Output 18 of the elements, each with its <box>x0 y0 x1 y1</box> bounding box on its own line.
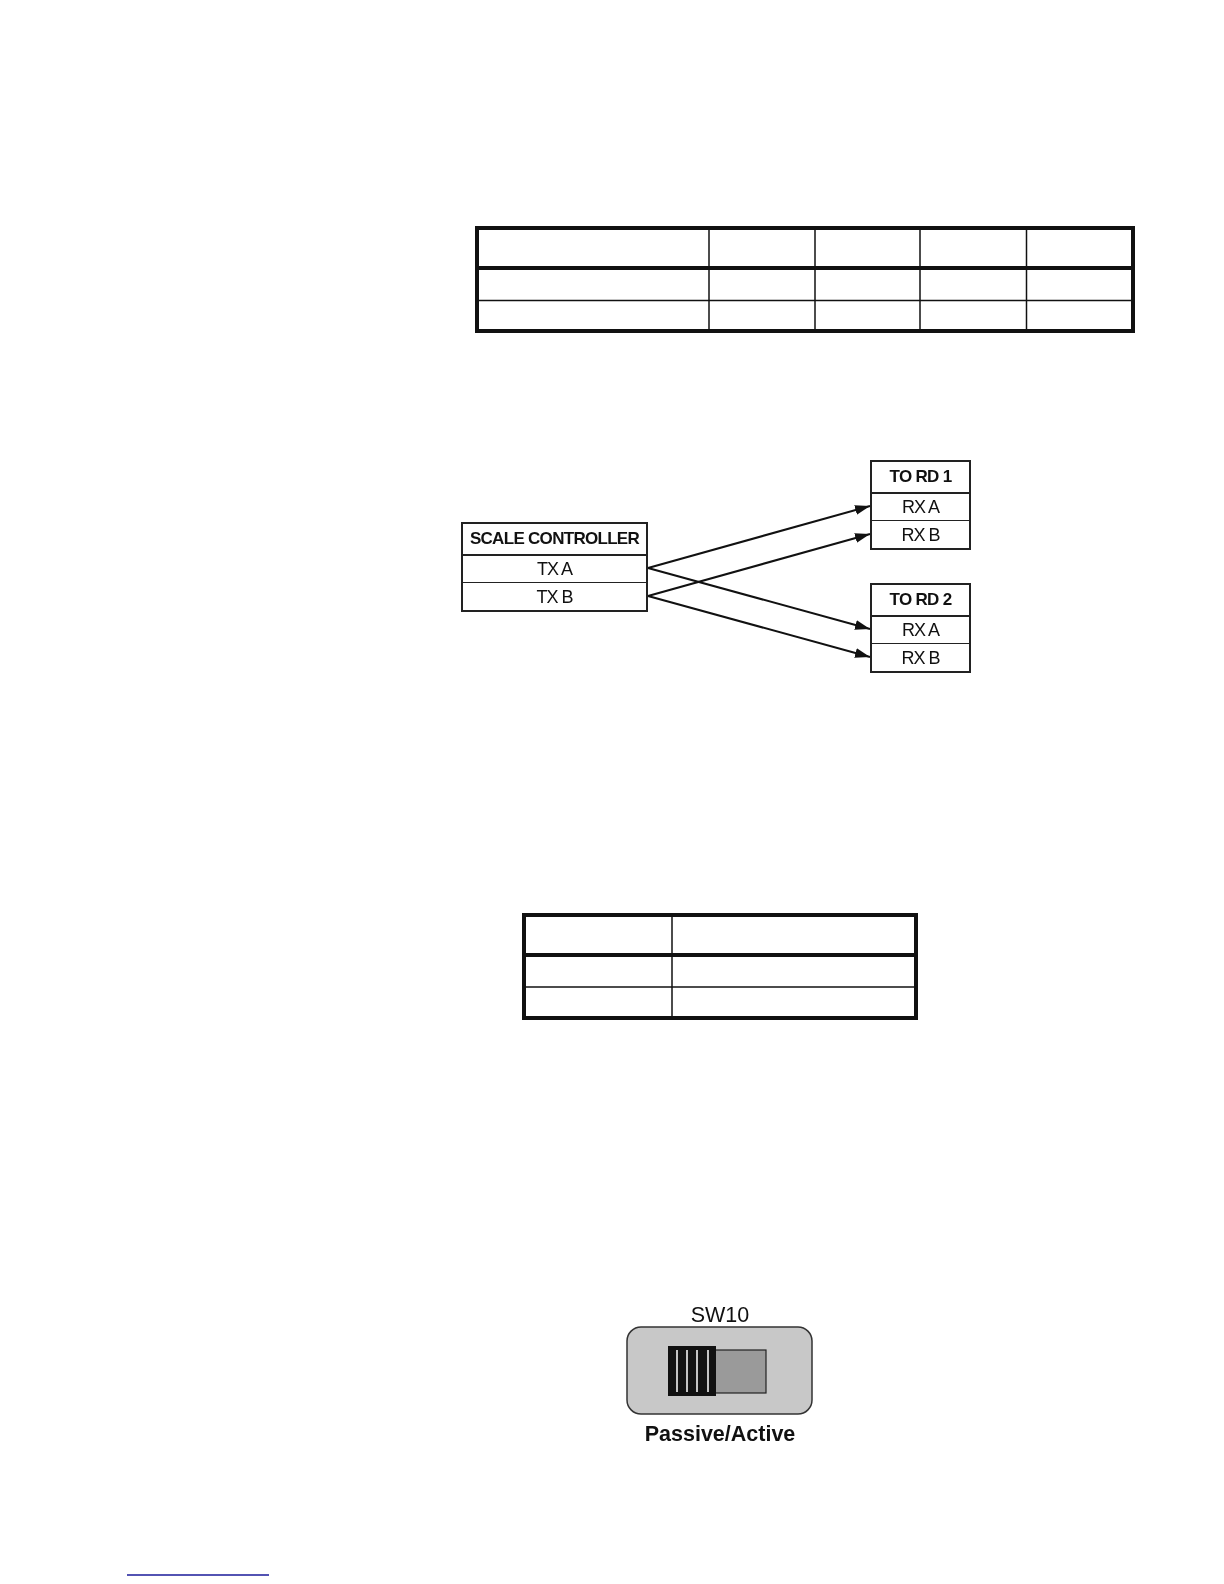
signal-name: RX A <box>902 497 939 517</box>
signal-name: TX A <box>537 559 572 579</box>
signal-name: TX B <box>536 586 573 607</box>
arrow <box>647 533 871 597</box>
signal-name: RX B <box>901 647 940 668</box>
switch-mode-label: Passive/Active <box>644 1423 796 1445</box>
arrow <box>647 505 871 569</box>
box-heading: TO RD 1 <box>889 467 952 486</box>
component-box <box>461 522 648 612</box>
signal-name: RX A <box>902 620 939 640</box>
component-box <box>870 460 971 550</box>
component-box <box>870 583 971 673</box>
box-heading: SCALE CONTROLLER <box>469 529 640 548</box>
box-heading: TO RD 2 <box>889 590 952 609</box>
switch-designator: SW10 <box>690 1304 750 1326</box>
arrow <box>647 567 871 630</box>
arrow <box>647 595 871 658</box>
signal-name: RX B <box>901 524 940 545</box>
